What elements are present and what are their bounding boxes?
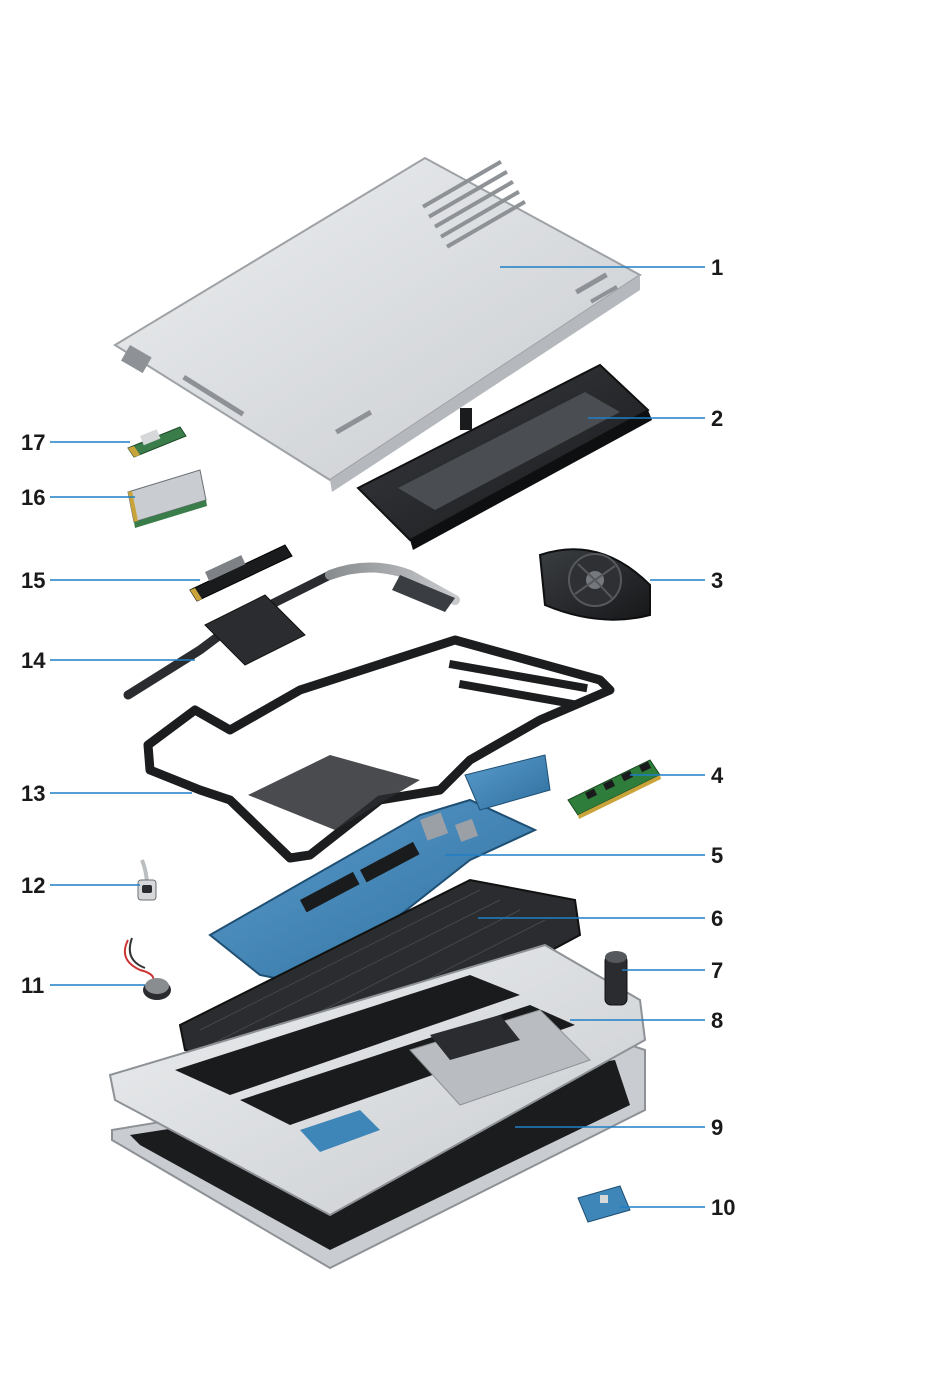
led-board-part (578, 1186, 630, 1222)
callout-5: 5 (711, 845, 723, 867)
callout-9: 9 (711, 1117, 723, 1139)
power-button-part (138, 860, 156, 900)
callout-6: 6 (711, 908, 723, 930)
wlan-card-part (128, 427, 186, 457)
callout-7: 7 (711, 960, 723, 982)
callout-14: 14 (21, 650, 45, 672)
callout-10: 10 (711, 1197, 735, 1219)
callout-15: 15 (21, 570, 45, 592)
callout-12: 12 (21, 875, 45, 897)
coin-cell-battery-part (125, 938, 171, 1000)
heatsink-part (128, 568, 455, 696)
callout-13: 13 (21, 783, 45, 805)
callout-4: 4 (711, 765, 723, 787)
callout-17: 17 (21, 432, 45, 454)
callout-2: 2 (711, 408, 723, 430)
callout-3: 3 (711, 570, 723, 592)
callout-8: 8 (711, 1010, 723, 1032)
callout-11: 11 (21, 975, 44, 997)
callout-16: 16 (21, 487, 45, 509)
dc-in-port-part (605, 951, 627, 1005)
memory-module-part (568, 760, 661, 819)
wwan-card-part (128, 470, 207, 528)
system-fan-part (540, 549, 650, 619)
ssd-part (190, 545, 292, 601)
callout-1: 1 (711, 257, 723, 279)
palmrest-frame-part (148, 640, 610, 858)
